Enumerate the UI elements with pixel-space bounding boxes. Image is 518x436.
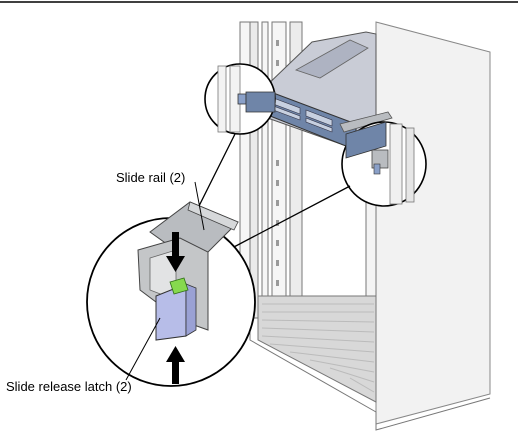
detail-circle-right [341,121,427,207]
push-down-arrow [166,232,185,272]
detail-circle-top [204,63,276,135]
slide-rail-label: Slide rail (2) [116,170,186,185]
slide-release-latch-label: Slide release latch (2) [6,379,132,394]
push-up-arrow [166,346,185,384]
server-chassis [259,31,393,151]
detail-circle-main [86,201,256,387]
leader-line [231,185,351,249]
rail-leader [194,181,205,231]
latch-leader [125,317,161,381]
